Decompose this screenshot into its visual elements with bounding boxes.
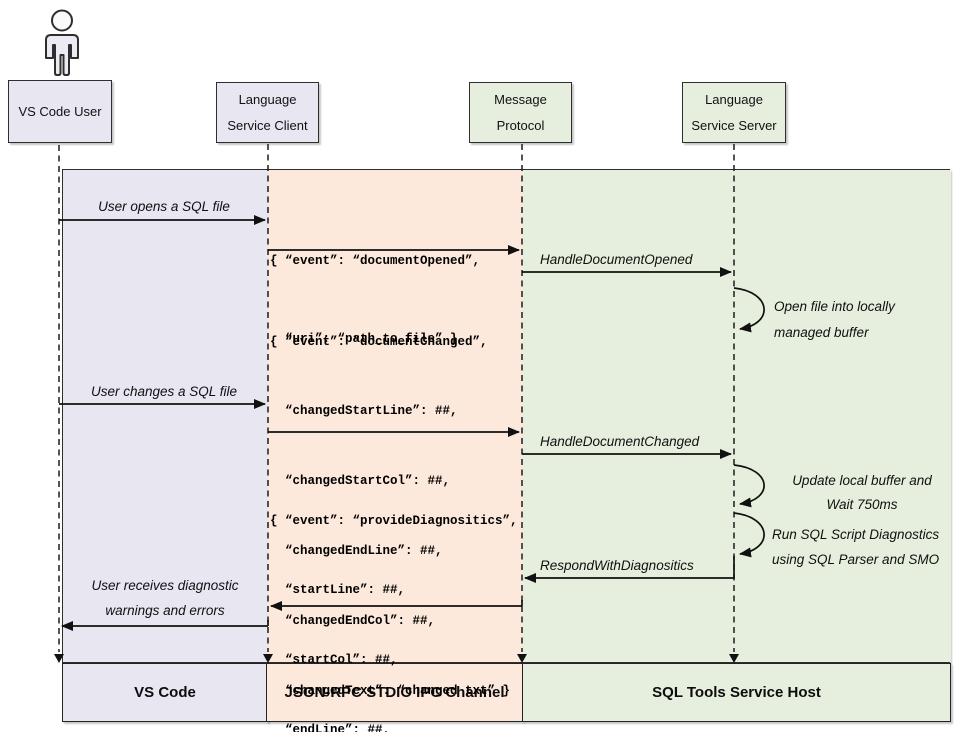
label-respond-with-diagnostics: RespondWithDiagnositics — [540, 558, 694, 573]
actor-label-line2: Service Server — [691, 118, 777, 133]
actor-language-service-server: Language Service Server — [682, 82, 786, 143]
label-line1: User receives diagnostic — [91, 578, 239, 593]
label-handle-document-changed: HandleDocumentChanged — [540, 434, 700, 449]
json-line: { “event”: “documentOpened”, — [270, 254, 481, 268]
json-line: { “event”: “documentChanged”, — [270, 334, 488, 349]
label-line2: Wait 750ms — [826, 497, 898, 512]
json-line: { “event”: “provideDiagnositics”, — [270, 513, 518, 528]
footer-label: VS Code — [134, 684, 196, 701]
actor-label-line1: Message — [494, 92, 547, 107]
json-provide-diagnostics: { “event”: “provideDiagnositics”, “start… — [270, 463, 518, 732]
actor-label-line1: Language — [238, 92, 297, 107]
actor-message-protocol: Message Protocol — [469, 82, 572, 143]
json-line: “changedText”: “changed txt” } — [270, 684, 511, 699]
lane-json-rpc-channel — [268, 170, 523, 662]
label-user-receives-diagnostics: User receives diagnostic warnings and er… — [70, 573, 260, 623]
label-user-changes-sql-file: User changes a SQL file — [90, 384, 238, 399]
json-line: “uri”: “path_to_file” } — [270, 332, 458, 346]
actor-vscode-user: VS Code User — [8, 80, 112, 143]
label-handle-document-opened: HandleDocumentOpened — [540, 252, 693, 267]
actor-label-line1: Language — [705, 92, 763, 107]
actor-label-line2: Service Client — [227, 118, 308, 133]
json-document-opened: { “event”: “documentOpened”, “uri”: “pat… — [270, 196, 480, 404]
json-line: “changedStartLine”: ##, — [270, 404, 458, 419]
json-line: “changedEndLine”: ##, — [270, 544, 443, 559]
label-line2: using SQL Parser and SMO — [772, 552, 940, 567]
json-line: “endLine”: ##, — [270, 723, 391, 732]
footer-label: JSON-RPC STDIO IPC Channel — [284, 684, 505, 701]
footer-vscode: VS Code — [62, 663, 268, 722]
json-line: “startLine”: ##, — [270, 583, 406, 598]
person-icon — [45, 9, 79, 76]
label-update-buffer-wait: Update local buffer and Wait 750ms — [772, 469, 952, 517]
label-line2: warnings and errors — [105, 603, 225, 618]
actor-label-line2: Protocol — [496, 118, 545, 133]
json-document-changed: { “event”: “documentChanged”, “changedSt… — [270, 284, 510, 732]
label-line1: Run SQL Script Diagnostics — [772, 527, 940, 542]
footer-label: SQL Tools Service Host — [652, 684, 821, 701]
actor-language-service-client: Language Service Client — [216, 82, 319, 143]
label-user-opens-sql-file: User opens a SQL file — [98, 199, 230, 214]
actor-label: VS Code User — [18, 104, 102, 119]
json-line: “startCol”: ##, — [270, 653, 398, 668]
swimlane-band — [62, 169, 951, 663]
json-line: “changedEndCol”: ##, — [270, 614, 436, 629]
lane-sql-tools-host — [523, 170, 951, 662]
json-line: “changedStartCol”: ##, — [270, 474, 451, 489]
label-run-sql-diagnostics: Run SQL Script Diagnostics using SQL Par… — [772, 522, 939, 572]
label-line1: Update local buffer and — [792, 473, 932, 488]
label-line1: Open file into locally — [774, 299, 895, 314]
label-open-file-locally: Open file into locally managed buffer — [774, 294, 895, 346]
lane-vscode — [63, 170, 268, 662]
footer-sql-tools-host: SQL Tools Service Host — [522, 663, 951, 722]
label-line2: managed buffer — [774, 325, 869, 340]
